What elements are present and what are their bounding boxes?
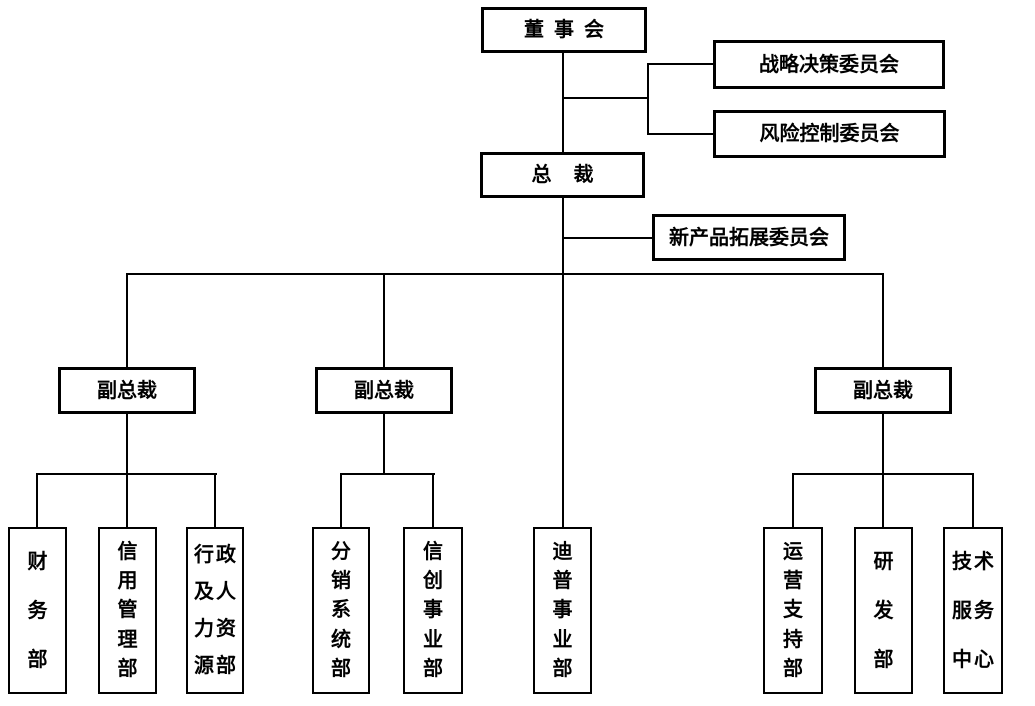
node-strategy-committee-label: 战略决策委员会 xyxy=(759,53,899,76)
vertical-text-row: 及人 xyxy=(194,581,238,604)
vertical-text-row: 分 xyxy=(331,540,353,563)
vertical-text-row: 业 xyxy=(423,628,445,651)
connector-drop-operations xyxy=(792,473,794,527)
vertical-text-row: 理 xyxy=(117,628,140,651)
connector-committee-branch xyxy=(562,97,649,99)
connector-vp-left-down xyxy=(126,414,128,475)
node-vp-right-label: 副总裁 xyxy=(853,379,913,402)
vertical-text-row: 中心 xyxy=(952,648,996,671)
node-dept-distribution-system: 分销系统部 xyxy=(312,527,370,694)
vertical-text-row: 事 xyxy=(423,599,445,622)
vertical-text-row: 部 xyxy=(783,658,805,681)
vertical-text-row: 营 xyxy=(783,570,805,593)
connector-main-horizontal xyxy=(126,273,884,275)
vertical-text-row: 支 xyxy=(783,599,805,622)
connector-strategy-stub xyxy=(647,63,714,65)
connector-drop-distribution xyxy=(340,473,342,527)
node-dept-rnd: 研发部 xyxy=(854,527,913,694)
node-dept-dipu-business: 迪普事业部 xyxy=(533,527,592,694)
connector-drop-vp-right xyxy=(882,273,884,368)
vertical-text-row: 业 xyxy=(552,628,575,651)
connector-risk-stub xyxy=(647,133,714,135)
connector-drop-admin-hr xyxy=(214,473,216,527)
connector-vp-right-down xyxy=(882,414,884,475)
node-president-label: 总裁 xyxy=(531,164,616,186)
connector-drop-vp-middle xyxy=(383,273,385,368)
connector-president-down xyxy=(562,198,564,527)
node-dept-operations-support: 运营支持部 xyxy=(763,527,823,694)
node-vp-right: 副总裁 xyxy=(814,367,952,414)
node-strategy-committee: 战略决策委员会 xyxy=(713,40,945,89)
vertical-text-row: 管 xyxy=(117,599,140,622)
connector-committee-spine xyxy=(647,63,649,135)
vertical-text-row: 服务 xyxy=(952,599,996,622)
vertical-text-row: 财 xyxy=(27,550,50,573)
vertical-text-row: 部 xyxy=(331,658,353,681)
node-vp-middle-label: 副总裁 xyxy=(354,379,414,402)
vertical-text-row: 务 xyxy=(27,599,50,622)
node-dept-credit-management: 信用管理部 xyxy=(98,527,157,694)
vertical-text-row: 源部 xyxy=(194,654,238,677)
node-vp-left: 副总裁 xyxy=(58,367,196,414)
vertical-text-row: 信 xyxy=(117,540,140,563)
node-president: 总裁 xyxy=(480,152,645,198)
node-risk-committee: 风险控制委员会 xyxy=(713,110,946,158)
vertical-text-row: 部 xyxy=(873,648,896,671)
connector-vp-middle-down xyxy=(383,414,385,475)
connector-drop-tech-service xyxy=(972,473,974,527)
vertical-text-row: 力资 xyxy=(194,617,238,640)
node-board-label: 董事会 xyxy=(524,19,614,41)
vertical-text-row: 研 xyxy=(873,550,896,573)
node-new-product-committee-label: 新产品拓展委员会 xyxy=(669,226,829,249)
vertical-text-row: 发 xyxy=(873,599,896,622)
node-dept-admin-hr: 行政及人力资源部 xyxy=(186,527,244,694)
vertical-text-row: 运 xyxy=(783,540,805,563)
connector-sub-middle xyxy=(340,473,435,475)
vertical-text-row: 普 xyxy=(552,570,575,593)
vertical-text-row: 行政 xyxy=(194,544,238,567)
vertical-text-row: 信 xyxy=(423,540,445,563)
connector-board-president xyxy=(562,53,564,152)
vertical-text-row: 统 xyxy=(331,628,353,651)
connector-drop-vp-left xyxy=(126,273,128,368)
connector-drop-credit xyxy=(126,473,128,527)
node-vp-left-label: 副总裁 xyxy=(97,379,157,402)
node-dept-finance: 财务部 xyxy=(8,527,67,694)
vertical-text-row: 迪 xyxy=(552,540,575,563)
vertical-text-row: 用 xyxy=(117,570,140,593)
node-board: 董事会 xyxy=(481,7,647,53)
vertical-text-row: 部 xyxy=(27,648,50,671)
connector-newproduct-stub xyxy=(562,237,653,239)
vertical-text-row: 事 xyxy=(552,599,575,622)
vertical-text-row: 技术 xyxy=(952,550,996,573)
node-dept-xinchuang-business: 信创事业部 xyxy=(403,527,463,694)
vertical-text-row: 部 xyxy=(117,658,140,681)
vertical-text-row: 部 xyxy=(423,658,445,681)
vertical-text-row: 持 xyxy=(783,628,805,651)
node-risk-committee-label: 风险控制委员会 xyxy=(759,123,900,145)
connector-drop-xinchuang xyxy=(432,473,434,527)
vertical-text-row: 系 xyxy=(331,599,353,622)
node-new-product-committee: 新产品拓展委员会 xyxy=(652,214,846,261)
connector-drop-finance xyxy=(36,473,38,527)
node-dept-tech-service-center: 技术服务中心 xyxy=(943,527,1003,694)
vertical-text-row: 销 xyxy=(331,570,353,593)
vertical-text-row: 创 xyxy=(423,570,445,593)
node-vp-middle: 副总裁 xyxy=(315,367,453,414)
connector-drop-rnd xyxy=(882,473,884,527)
vertical-text-row: 部 xyxy=(552,658,575,681)
